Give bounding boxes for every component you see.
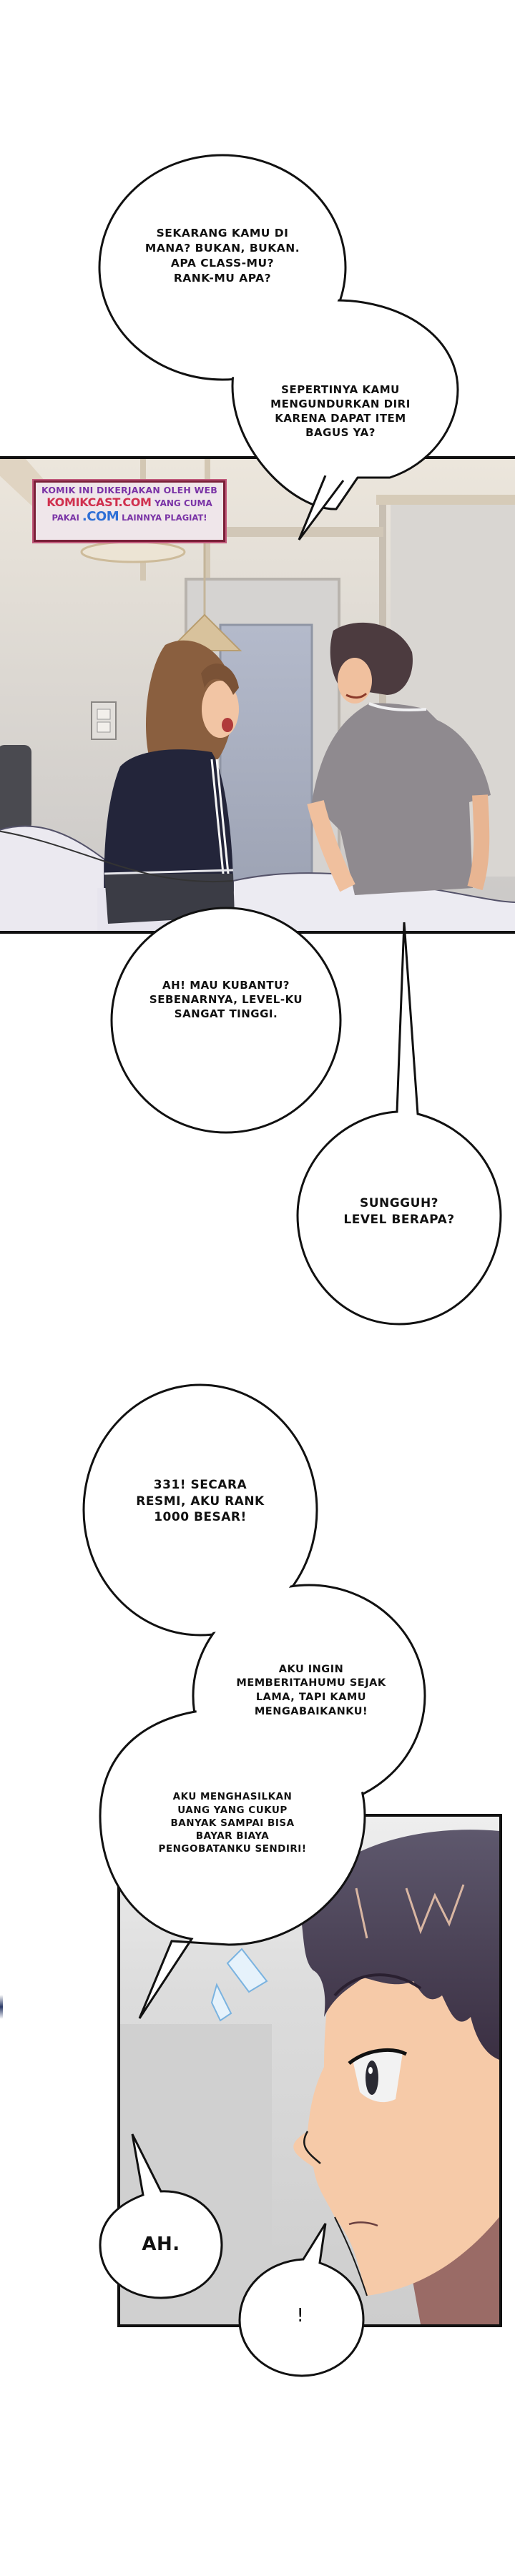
- bubble-3-line-3: SANGAT TINGGI.: [174, 1007, 278, 1021]
- speech-bubble-4: SUNGGUH? LEVEL BERAPA?: [315, 1180, 484, 1244]
- bubble-4-line-2: LEVEL BERAPA?: [343, 1213, 455, 1227]
- speech-bubble-7: AKU MENGHASILKAN UANG YANG CUKUP BANYAK …: [136, 1762, 329, 1884]
- bubble-3-line-1: AH! MAU KUBANTU?: [162, 978, 290, 992]
- bubble-2-line-4: BAGUS YA?: [305, 426, 376, 440]
- watermark-line-3-suffix: LAINNYA PLAGIAT!: [122, 513, 207, 523]
- speech-bubble-1: SEKARANG KAMU DI MANA? BUKAN, BUKAN. APA…: [122, 199, 323, 313]
- bubble-6-line-4: MENGABAIKANKU!: [254, 1705, 368, 1717]
- hospital-room-illustration: [0, 459, 515, 931]
- speech-bubble-2: SEPERTINYA KAMU MENGUNDURKAN DIRI KARENA…: [252, 357, 429, 465]
- girl-figure: [104, 640, 239, 924]
- bubble-6-line-2: MEMBERITAHUMU SEJAK: [236, 1677, 386, 1689]
- bubble-3-line-2: SEBENARNYA, LEVEL-KU: [149, 992, 303, 1006]
- watermark-site-name: KOMIKCAST.COM: [46, 495, 152, 509]
- watermark-line-3-prefix: PAKAI: [52, 513, 79, 523]
- watermark-com: .COM: [82, 509, 119, 525]
- bubble-6-line-1: AKU INGIN: [278, 1663, 344, 1675]
- bubble-5-line-3: 1000 BESAR!: [154, 1510, 247, 1525]
- watermark-line-1: KOMIK INI DIKERJAKAN OLEH WEB: [41, 485, 217, 495]
- bubble-9-line-1: !: [296, 2305, 305, 2327]
- bubble-1-line-2: MANA? BUKAN, BUKAN.: [144, 242, 300, 255]
- bubble-5-line-2: RESMI, AKU RANK: [136, 1494, 265, 1509]
- boy-figure: [307, 622, 491, 895]
- bubble-2-line-2: MENGUNDURKAN DIRI: [270, 397, 411, 410]
- watermark-line-2: KOMIKCAST.COM YANG CUMA: [40, 495, 219, 509]
- panel-hospital-room: [0, 456, 515, 934]
- bubble-8-line-1: AH.: [142, 2234, 180, 2256]
- bubble-1-line-1: SEKARANG KAMU DI: [156, 227, 289, 240]
- bubble-7-line-2: UANG YANG CUKUP: [177, 1804, 288, 1816]
- speech-bubble-6: AKU INGIN MEMBERITAHUMU SEJAK LAMA, TAPI…: [215, 1634, 408, 1748]
- bubble-2-line-3: KARENA DAPAT ITEM: [275, 412, 406, 425]
- speech-bubble-5: 331! SECARA RESMI, AKU RANK 1000 BESAR!: [114, 1455, 286, 1548]
- bubble-5-line-1: 331! SECARA: [153, 1477, 247, 1492]
- bubble-7-line-1: AKU MENGHASILKAN: [172, 1791, 293, 1803]
- bubble-6-line-3: LAMA, TAPI KAMU: [255, 1692, 367, 1703]
- speech-bubble-8: AH.: [114, 2224, 207, 2266]
- speech-bubble-9: !: [272, 2295, 329, 2338]
- scanlation-watermark: KOMIK INI DIKERJAKAN OLEH WEB KOMIKCAST.…: [32, 479, 227, 543]
- bubble-2-line-1: SEPERTINYA KAMU: [281, 383, 400, 396]
- edge-artifact: [0, 1995, 3, 2019]
- bubble-7-line-5: PENGOBATANKU SENDIRI!: [158, 1843, 307, 1855]
- bubble-1-line-3: APA CLASS-MU?: [170, 257, 275, 270]
- bubble-4-line-1: SUNGGUH?: [359, 1196, 439, 1211]
- bubble-7-line-4: BAYAR BIAYA: [195, 1830, 270, 1842]
- watermark-line-2-rest: YANG CUMA: [154, 498, 212, 508]
- bubble-1-line-4: RANK-MU APA?: [173, 271, 272, 285]
- watermark-line-3: PAKAI .COM LAINNYA PLAGIAT!: [40, 509, 219, 525]
- bubble-7-line-3: BANYAK SAMPAI BISA: [170, 1817, 295, 1829]
- speech-bubble-3: AH! MAU KUBANTU? SEBENARNYA, LEVEL-KU SA…: [129, 957, 323, 1042]
